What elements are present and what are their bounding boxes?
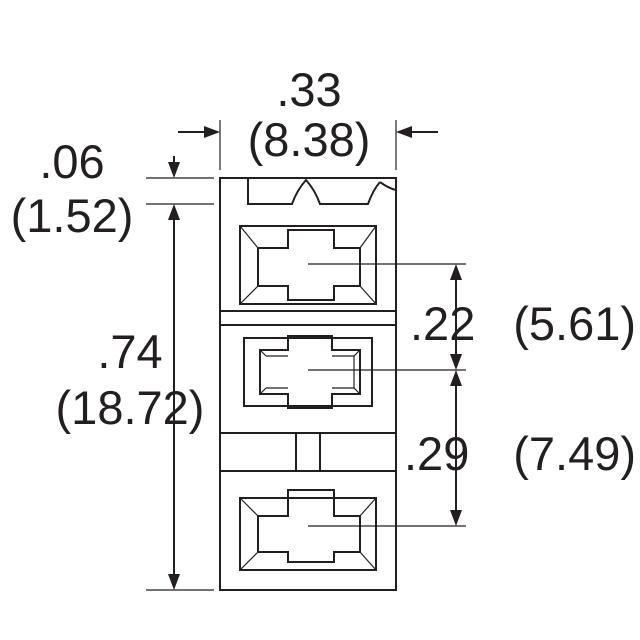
offset-mm-label: (1.52): [11, 189, 134, 242]
pitch-upper-inch-label: .22: [410, 297, 475, 350]
height-mm-label: (18.72): [56, 381, 205, 434]
pitch-lower-mm-label: (7.49): [513, 427, 636, 480]
width-dimension-arrows: [178, 126, 438, 138]
center-lines: [146, 120, 466, 591]
height-inch-label: .74: [97, 325, 162, 378]
pitch-upper-mm-label: (5.61): [513, 297, 636, 350]
top-notches: [247, 178, 381, 205]
pitch-lower-inch-label: .29: [404, 427, 469, 480]
offset-dimension-arrows: [168, 156, 180, 590]
offset-inch-label: .06: [39, 135, 104, 188]
body-outline: [219, 177, 397, 591]
contact-middle: [243, 335, 373, 409]
contact-upper: [239, 225, 377, 305]
width-mm-label: (8.38): [248, 113, 371, 166]
component-body: [219, 177, 397, 591]
pitch-dimension-arrows: [450, 264, 462, 526]
dimension-labels: .33 (8.38) .06 (1.52) .74 (18.72) .22 (5…: [11, 63, 636, 480]
contact-lower: [239, 489, 377, 571]
width-inch-label: .33: [276, 63, 341, 116]
